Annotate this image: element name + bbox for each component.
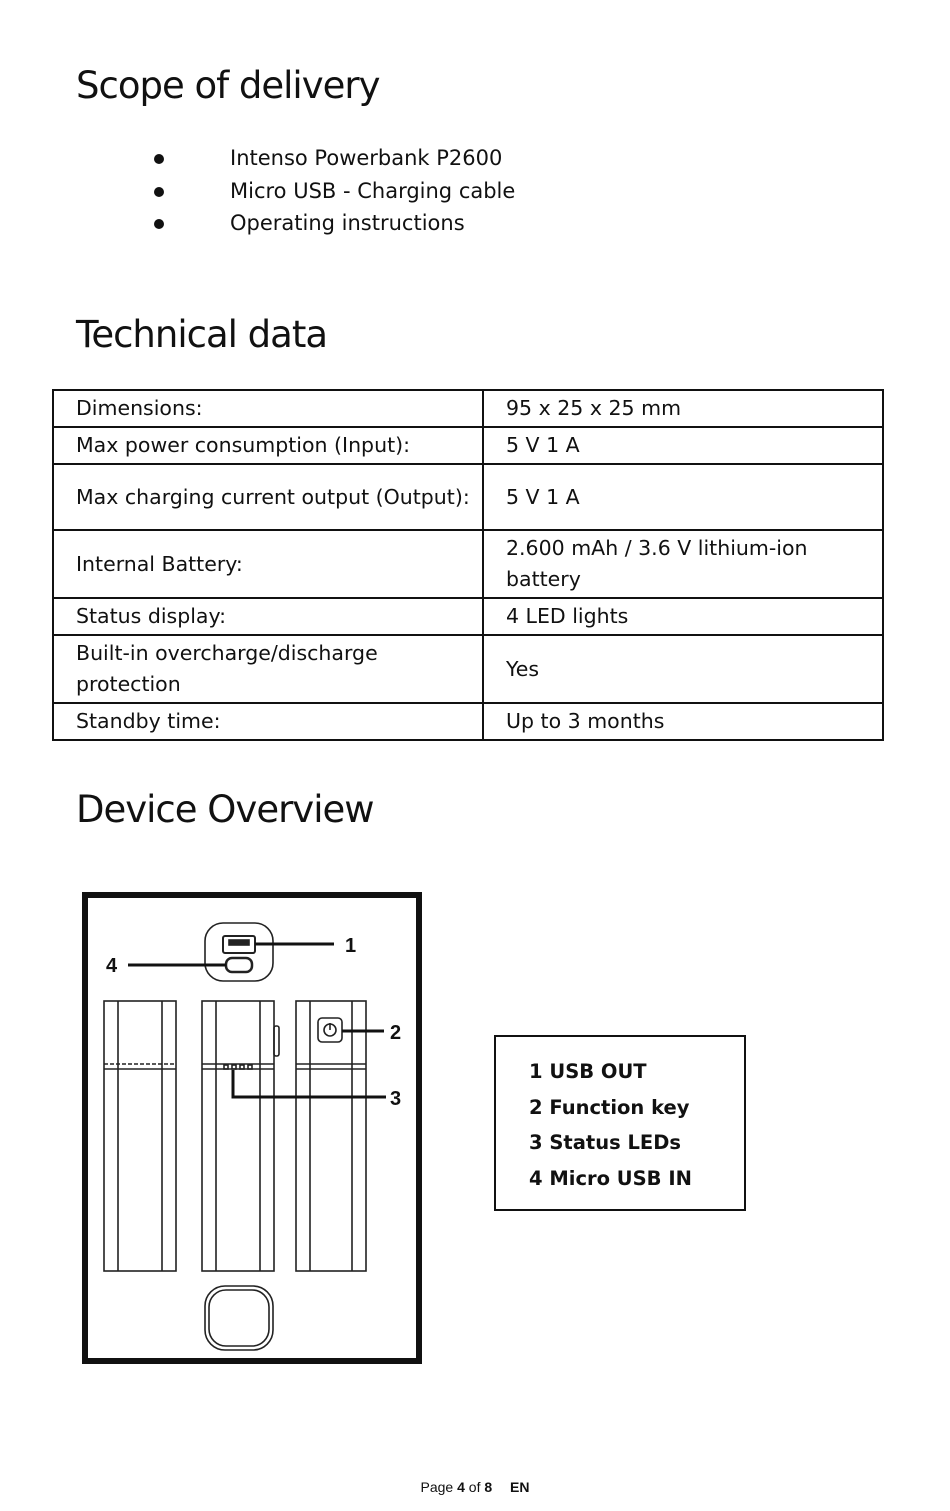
page-footer: Page 4 of 8 EN [0, 1479, 950, 1495]
footer-language: EN [510, 1479, 530, 1495]
footer-page-word: Page [420, 1479, 454, 1495]
front-view [201, 1000, 275, 1272]
table-cell-value: 95 x 25 x 25 mm [482, 389, 884, 428]
side-view-left [103, 1000, 177, 1272]
table-cell-value: 5 V 1 A [482, 463, 884, 531]
table-cell-value: 4 LED lights [482, 597, 884, 636]
table-row: Max charging current output (Output): 5 … [52, 463, 884, 531]
callout-line-3 [231, 1070, 386, 1099]
status-leds [223, 1064, 253, 1070]
side-view-right [295, 1000, 367, 1272]
legend-item: 1 USB OUT [529, 1060, 647, 1083]
table-cell-label: Max power consumption (Input): [52, 426, 484, 465]
table-cell-label: Internal Battery: [52, 529, 484, 599]
technical-data-table: Dimensions: 95 x 25 x 25 mm Max power co… [52, 389, 884, 741]
table-cell-value: Yes [482, 634, 884, 704]
top-end-view [204, 922, 274, 982]
legend-item: 2 Function key [529, 1095, 690, 1119]
scope-of-delivery-heading: Scope of delivery [76, 64, 380, 107]
legend-item: 4 Micro USB IN [529, 1166, 692, 1190]
table-row: Status display: 4 LED lights [52, 597, 884, 636]
table-row: Max power consumption (Input): 5 V 1 A [52, 426, 884, 465]
footer-of-word: of [468, 1479, 481, 1495]
device-overview-heading: Device Overview [76, 788, 374, 831]
footer-page-total: 8 [484, 1479, 493, 1495]
bottom-end-view [204, 1285, 274, 1351]
powerbank-drawing: 1 4 2 3 [103, 922, 401, 1351]
footer-page-number: 4 [457, 1479, 465, 1495]
legend-item: 3 Status LEDs [529, 1131, 682, 1154]
table-cell-value: 5 V 1 A [482, 426, 884, 465]
table-cell-label: Dimensions: [52, 389, 484, 428]
table-row: Standby time: Up to 3 months [52, 702, 884, 741]
table-cell-label: Status display: [52, 597, 484, 636]
device-overview-figure: 1 4 2 3 [82, 892, 422, 1364]
callout-3-label: 3 [390, 1088, 401, 1110]
table-cell-label: Built-in overcharge/discharge protection [52, 634, 484, 704]
bullet-icon [154, 219, 164, 229]
table-cell-label: Standby time: [52, 702, 484, 741]
bullet-icon [154, 186, 164, 197]
table-row: Dimensions: 95 x 25 x 25 mm [52, 389, 884, 428]
table-row: Internal Battery: 2.600 mAh / 3.6 V lith… [52, 529, 884, 599]
micro-usb-in-port [224, 956, 254, 974]
table-row: Built-in overcharge/discharge protection… [52, 634, 884, 704]
callout-1-label: 1 [345, 935, 356, 957]
callout-2-label: 2 [390, 1022, 401, 1044]
technical-data-heading: Technical data [76, 313, 328, 356]
callout-4-label: 4 [106, 955, 118, 977]
bullet-icon [154, 154, 164, 164]
device-legend-box: 1 USB OUT 2 Function key 3 Status LEDs 4… [494, 1035, 746, 1211]
table-cell-value: 2.600 mAh / 3.6 V lithium-ion battery [482, 529, 884, 599]
table-cell-label: Max charging current output (Output): [52, 463, 484, 531]
table-cell-value: Up to 3 months [482, 702, 884, 741]
